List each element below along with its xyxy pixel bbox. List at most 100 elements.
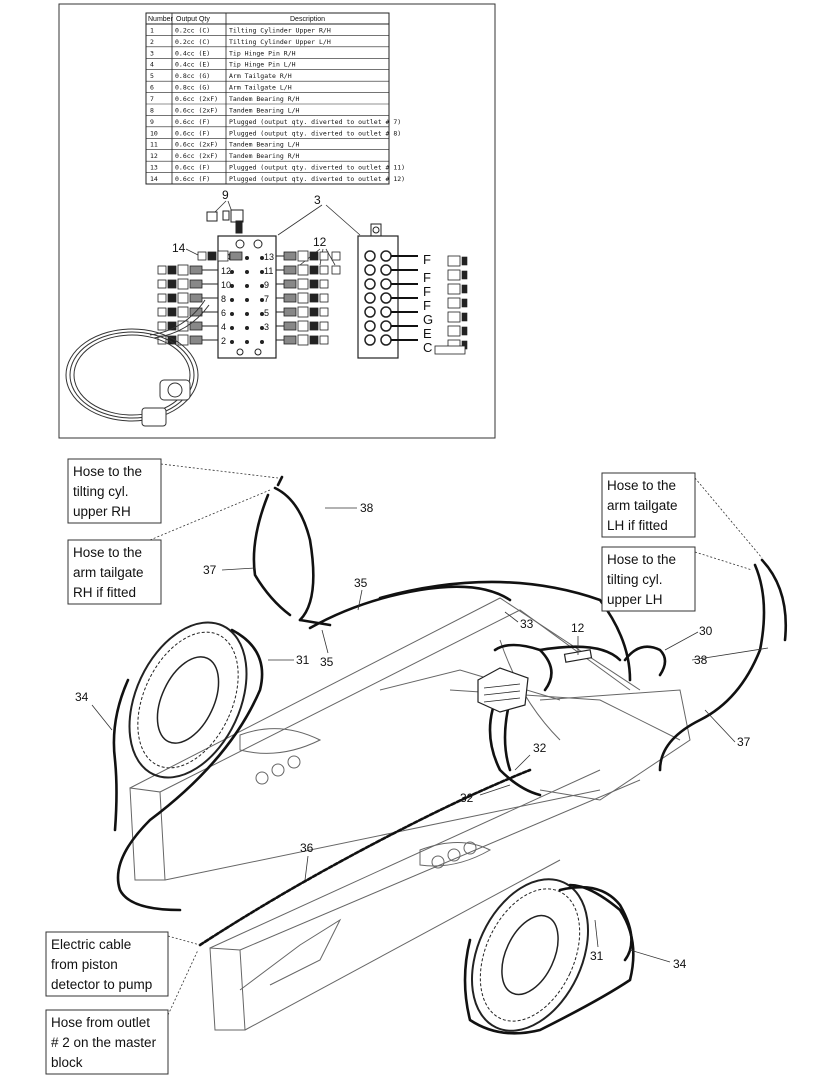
table-cell: 4	[150, 61, 154, 69]
table-cell: 1	[150, 26, 154, 34]
block-outlet-number: 6	[221, 308, 226, 318]
block-outlet-number: 4	[221, 322, 226, 332]
table-cell: Tandem Bearing R/H	[229, 95, 300, 103]
table-cell: 14	[150, 175, 158, 183]
part-37-a: 37	[203, 563, 217, 577]
table-cell: 0.2cc (C)	[175, 26, 210, 34]
block-outlet-number: 10	[221, 280, 231, 290]
table-cell: Plugged (output qty. diverted to outlet …	[229, 164, 405, 172]
outlet-size-letter: F	[423, 270, 431, 285]
part-34-b: 34	[673, 957, 687, 971]
table-cell: Plugged (output qty. diverted to outlet …	[229, 118, 401, 126]
part-31-a: 31	[296, 653, 310, 667]
table-header-number: Number	[148, 16, 174, 23]
part-12: 12	[571, 621, 585, 635]
part-34-a: 34	[75, 690, 89, 704]
table-cell: 3	[150, 49, 154, 57]
callout-tilting-lh-line2: tilting cyl.	[607, 572, 663, 587]
table-cell: Plugged (output qty. diverted to outlet …	[229, 175, 405, 183]
part-31-b: 31	[590, 949, 604, 963]
callout-tilting-rh: Hose to the tilting cyl. upper RH	[67, 458, 279, 524]
outlet-size-letter: C	[423, 340, 432, 355]
dosing-parts	[434, 255, 468, 355]
callout-tilting-rh-line1: Hose to the	[73, 464, 142, 479]
table-cell: 5	[150, 72, 154, 80]
table-cell: Tip Hinge Pin L/H	[229, 61, 296, 69]
block-outlet-number: 2	[221, 336, 226, 346]
table-cell: 0.6cc (2xF)	[175, 95, 218, 103]
table-cell: Tandem Bearing L/H	[229, 106, 300, 114]
table-cell: 6	[150, 84, 154, 92]
table-cell: Arm Tailgate R/H	[229, 72, 292, 80]
table-cell: 10	[150, 129, 158, 137]
callout-outlet2-line2: # 2 on the master	[51, 1035, 157, 1050]
part-33: 33	[520, 617, 534, 631]
part-38-b: 38	[694, 653, 708, 667]
callout-tilting-lh-line1: Hose to the	[607, 552, 676, 567]
callout-tailgate-rh-line1: Hose to the	[73, 545, 142, 560]
block-outlet-number: 11	[264, 266, 273, 276]
table-cell: 12	[150, 152, 158, 160]
part-38-a: 38	[360, 501, 374, 515]
detail-frame	[58, 3, 496, 439]
part-35-b: 35	[320, 655, 334, 669]
detail-label-9: 9	[222, 188, 229, 202]
part-30: 30	[699, 624, 713, 638]
part-32-b: 32	[460, 791, 474, 805]
part-32-a: 32	[533, 741, 547, 755]
table-cell: Tandem Bearing L/H	[229, 141, 300, 149]
left-fittings	[157, 250, 243, 346]
hoses	[112, 475, 787, 1035]
callout-tailgate-lh-line1: Hose to the	[607, 478, 676, 493]
right-fittings	[276, 250, 341, 346]
table-cell: Tip Hinge Pin R/H	[229, 49, 296, 57]
wheel-upper-left	[128, 621, 248, 779]
block-outlet-number: 13	[264, 252, 274, 262]
part-36: 36	[300, 841, 314, 855]
table-cell: 2	[150, 38, 154, 46]
callout-electric-line2: from piston	[51, 957, 118, 972]
detail-label-3: 3	[314, 193, 321, 207]
table-cell: Tilting Cylinder Upper L/H	[229, 38, 331, 46]
callout-tilting-lh-line3: upper LH	[607, 592, 663, 607]
outlet-size-letter: F	[423, 284, 431, 299]
table-cell: 0.4cc (E)	[175, 49, 210, 57]
table-cell: 0.6cc (F)	[175, 164, 210, 172]
callout-tilting-rh-line2: tilting cyl.	[73, 484, 129, 499]
plug-fittings	[206, 209, 382, 237]
wheel-lower-right	[470, 878, 590, 1032]
table-cell: 0.6cc (2xF)	[175, 152, 218, 160]
chassis-distributor	[477, 649, 593, 713]
outlet-size-letter: G	[423, 312, 433, 327]
table-cell: 0.2cc (C)	[175, 38, 210, 46]
callout-electric-line1: Electric cable	[51, 937, 131, 952]
detail-label-14: 14	[172, 241, 186, 255]
block-outlet-number: 9	[264, 280, 269, 290]
callout-outlet-2: Hose from outlet # 2 on the master block	[45, 949, 199, 1075]
callout-electric-line3: detector to pump	[51, 977, 152, 992]
chassis-outline	[129, 597, 691, 1031]
block-outlet-number: 7	[264, 294, 269, 304]
table-cell: 13	[150, 164, 158, 172]
table-header-description: Description	[290, 16, 325, 23]
table-cell: 11	[150, 141, 158, 149]
table-cell: 9	[150, 118, 154, 126]
block-outlet-number: 8	[221, 294, 226, 304]
outlet-size-letter: F	[423, 298, 431, 313]
table-cell: 7	[150, 95, 154, 103]
table-cell: 0.8cc (G)	[175, 72, 210, 80]
outlet-size-letter: F	[423, 252, 431, 267]
table-cell: Arm Tailgate L/H	[229, 84, 292, 92]
callout-tailgate-lh-line2: arm tailgate	[607, 498, 678, 513]
callout-tailgate-rh-line3: RH if fitted	[73, 585, 136, 600]
part-35-a: 35	[354, 576, 368, 590]
table-cell: 0.6cc (2xF)	[175, 141, 218, 149]
callout-tailgate-rh-line2: arm tailgate	[73, 565, 144, 580]
callout-tilting-rh-line3: upper RH	[73, 504, 131, 519]
callout-outlet2-line1: Hose from outlet	[51, 1015, 150, 1030]
block-outlet-number: 3	[264, 322, 269, 332]
callout-outlet2-line3: block	[51, 1055, 83, 1070]
